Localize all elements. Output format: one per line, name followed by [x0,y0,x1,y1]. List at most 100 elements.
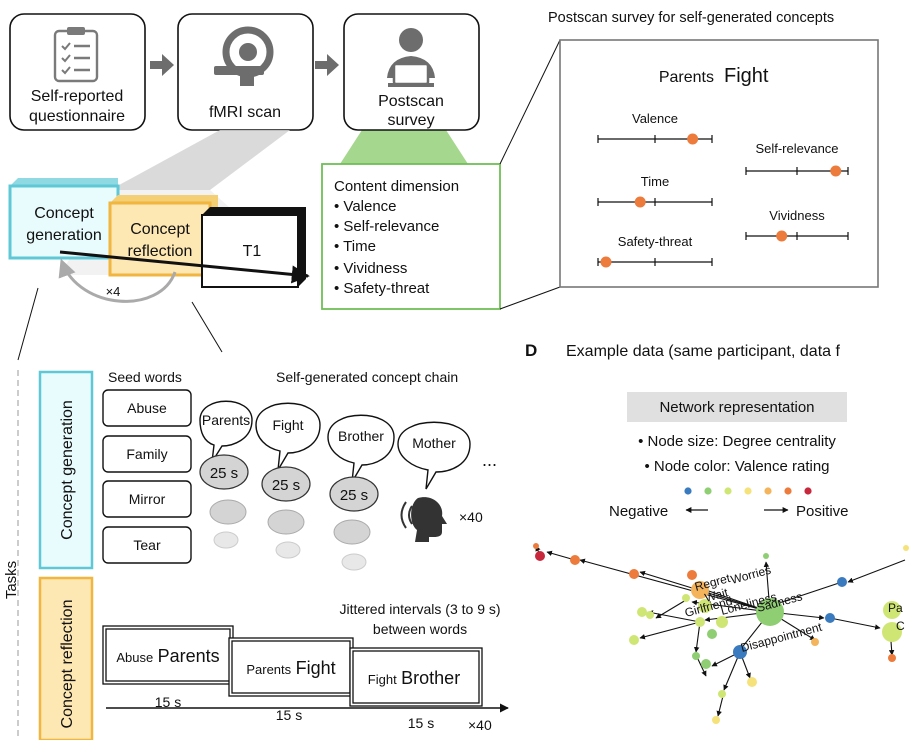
seed-word: Tear [133,537,161,553]
survey-title: Postscan survey for self-generated conce… [548,10,834,26]
generation-block-label-2: generation [26,227,102,244]
node-label: Pa [888,601,903,615]
survey-pair-right: Fight [724,65,769,87]
timer-label: 25 s [340,487,368,504]
scale-label: Time [641,174,669,189]
network-box-label: Network representation [659,399,814,416]
content-item: • Time [334,238,376,255]
clipboard-icon [53,27,99,83]
reflection-side-label: Concept reflection [59,600,76,729]
reflection-block-label-2: reflection [128,243,193,260]
chain-word: Brother [338,428,384,444]
seed-list: Abuse Family Mirror Tear [102,389,192,564]
rating-scale: Safety-threat [597,234,713,268]
arrow-icon [150,54,174,76]
valence-dot [784,487,792,495]
generation-side-panel [38,370,94,570]
fmri-label: fMRI scan [209,104,281,121]
rating-marker [600,256,612,268]
rating-scale: Valence [597,111,713,145]
t1-label: T1 [243,243,262,260]
jitter-label-1: Jittered intervals (3 to 9 s) [339,601,500,617]
reflection-block-label-1: Concept [130,221,190,238]
generation-repeat: ×40 [459,509,483,525]
rating-marker [634,196,646,208]
mri-scanner-icon [214,26,274,86]
trial-duration: 15 s [155,694,181,710]
questionnaire-label-2: questionnaire [29,108,125,125]
valence-dot [764,487,772,495]
survey-pair-left: Parents [659,69,714,86]
valence-dot [744,487,752,495]
seed-word: Abuse [127,400,167,416]
content-item: • Self-relevance [334,218,439,235]
content-dimension-box [321,163,501,310]
survey-label-1: Postscan [378,93,444,110]
trial-cue: Fight Brother [368,668,460,688]
scale-label: Vividness [769,208,825,223]
reflection-side-panel [38,576,94,740]
reflection-repeat: ×40 [468,717,492,733]
rating-marker [687,133,699,145]
arrow-icon [315,54,339,76]
panel-d-title: Example data (same participant, data f [566,343,840,360]
positive-label: Positive [796,503,849,520]
content-item: • Safety-threat [334,280,430,297]
fmri-projection [110,130,290,190]
valence-dot [724,487,732,495]
seed-header: Seed words [108,369,182,385]
node-label: Wait [703,585,730,605]
chain-word: Mother [412,435,456,451]
survey-panel [559,39,879,288]
trial-cue: Abuse Parents [116,646,219,666]
rating-marker [830,165,842,177]
concept-chain: Parents Fight Brother Mother ... [199,400,497,490]
concept-generation-block [8,184,120,260]
reflection-trials: Abuse Parents 15 s Parents Fight 15 s Fi… [102,625,483,731]
node-label: C [896,619,905,633]
negative-label: Negative [609,503,668,520]
person-laptop-icon [387,28,435,87]
rating-marker [776,230,788,242]
tasks-axis-label: Tasks [3,561,20,599]
node-label: Worries [729,563,772,587]
network-box [627,392,847,422]
valence-dot [804,487,812,495]
jitter-label-2: between words [373,621,467,637]
panel-d-letter: D [525,341,537,360]
t1-block [201,214,299,288]
chain-ellipsis: ... [482,450,497,470]
scale-label: Safety-threat [618,234,693,249]
generation-block-label-1: Concept [34,205,94,222]
content-list: • Valence • Self-relevance • Time • Vivi… [334,198,439,297]
valence-color-scale [684,487,812,495]
trial-duration: 15 s [276,707,302,723]
rating-scale: Time [597,174,713,208]
seed-word: Mirror [129,491,166,507]
scale-label: Valence [632,111,678,126]
content-heading: Content dimension [334,178,459,195]
seed-word: Family [126,446,167,462]
survey-projection [340,130,468,164]
speaking-head-icon [400,497,447,542]
trial-cue: Parents Fight [246,658,335,678]
rating-scale: Vividness [745,208,849,242]
trial-duration: 15 s [408,715,434,731]
chain-word: Fight [272,417,303,433]
chain-word: Parents [202,412,250,428]
legend-bullet: • Node size: Degree centrality [638,433,836,450]
timer-label: 25 s [272,477,300,494]
content-item: • Vividness [334,260,407,277]
valence-dot [704,487,712,495]
pipeline: Self-reported questionnaire fMRI scan Po… [9,13,480,164]
timer-label: 25 s [210,465,238,482]
rating-scale: Self-relevance [745,141,849,177]
generation-side-label: Concept generation [59,400,76,540]
repeat-loop-arrow [58,258,177,303]
content-item: • Valence [334,198,397,215]
questionnaire-box [9,13,146,131]
legend-bullet: • Node color: Valence rating [644,458,829,475]
scan-blocks: Concept generation Concept reflection T1… [8,178,310,303]
